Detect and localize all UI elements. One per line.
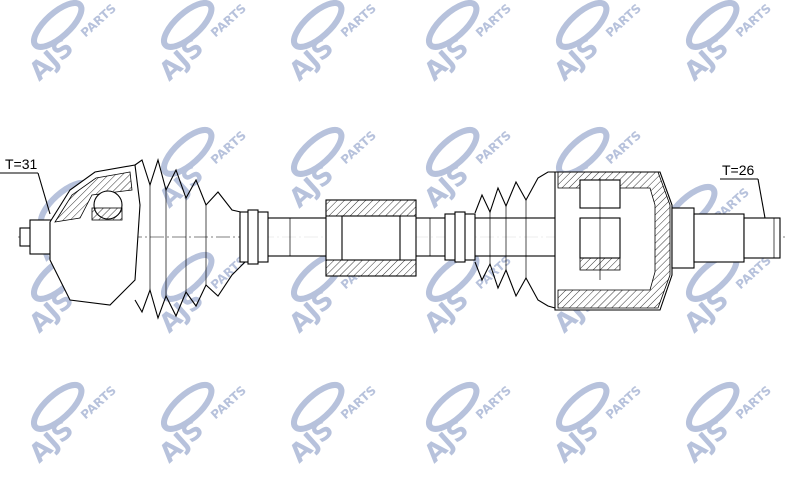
- left-spline-callout: T=31: [0, 156, 51, 215]
- left-spline-label: T=31: [5, 156, 38, 172]
- inner-tripod-joint: [444, 171, 781, 311]
- right-spline-callout: T=26: [720, 162, 766, 219]
- damper: [325, 199, 417, 277]
- outer-cv-joint: [19, 158, 269, 320]
- right-spline-label: T=26: [722, 162, 755, 178]
